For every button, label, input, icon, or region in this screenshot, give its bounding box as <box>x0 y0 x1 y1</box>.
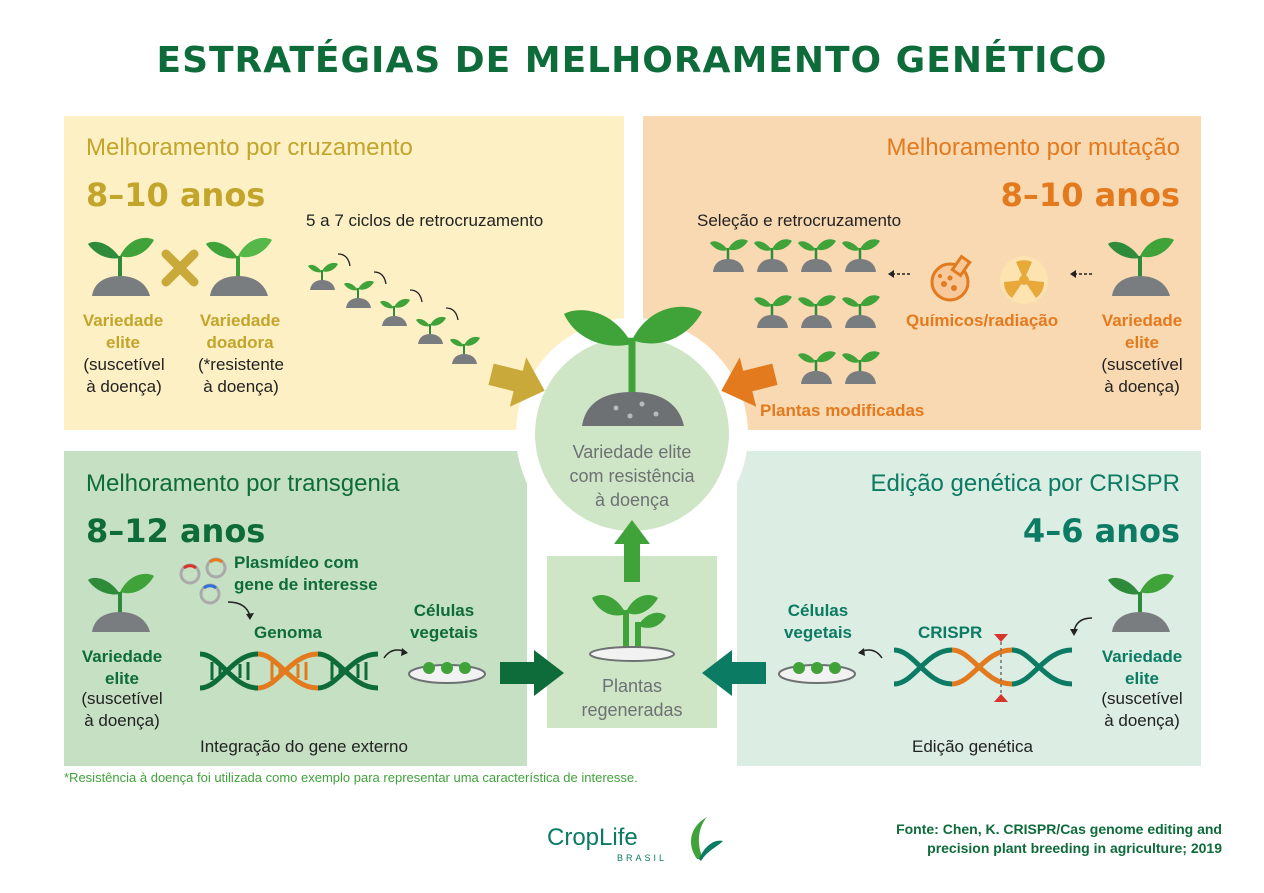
radiation-icon <box>1000 256 1048 304</box>
mutation-title: Melhoramento por mutação <box>886 134 1180 161</box>
dashed-arrow-icon-2 <box>1070 270 1092 278</box>
panel-crispr <box>737 451 1201 766</box>
backcross-staircase <box>308 253 480 364</box>
integration-label: Integração do gene externo <box>200 737 408 756</box>
page-title: ESTRATÉGIAS DE MELHORAMENTO GENÉTICO <box>156 40 1108 81</box>
dna-crispr-icon <box>893 634 1073 702</box>
petri-cells-icon <box>408 662 486 684</box>
panel-transgenesis <box>64 451 527 766</box>
selection-label: Seleção e retrocruzamento <box>697 211 902 230</box>
cross-icon <box>161 249 199 287</box>
chemical-flask-icon <box>930 254 972 302</box>
crispr-label: CRISPR <box>918 623 983 642</box>
curved-arrow-icon-2 <box>383 648 408 659</box>
crossbreeding-years: 8–10 anos <box>86 176 266 214</box>
crossbreeding-title: Melhoramento por cruzamento <box>86 134 413 161</box>
transgenesis-years: 8–12 anos <box>86 512 266 550</box>
regen-box <box>547 556 717 728</box>
petri-seedling-icon <box>589 594 675 662</box>
arrow-crossbreeding-to-center <box>488 357 545 407</box>
crispr-years: 4–6 anos <box>1022 512 1180 550</box>
dashed-arrow-icon <box>888 270 910 278</box>
elite-plant-icon <box>88 237 154 296</box>
chemicals-radiation-label: Químicos/radiação <box>906 311 1059 330</box>
curved-arrow-icon-4 <box>1070 617 1093 636</box>
plasmid-icon <box>179 557 227 605</box>
svg-text:CropLife: CropLife <box>547 824 638 851</box>
genome-label: Genoma <box>254 623 323 642</box>
elite-plant-icon-tr <box>1108 237 1174 296</box>
petri-cells-icon-br <box>778 662 856 684</box>
modified-plants-label: Plantas modificadas <box>760 401 925 420</box>
curved-arrow-icon-3 <box>858 648 883 659</box>
donor-plant-icon <box>206 237 272 296</box>
crispr-title: Edição genética por CRISPR <box>870 470 1181 497</box>
arrow-crispr-to-regen <box>702 650 766 696</box>
curved-arrow-icon <box>227 601 254 620</box>
elite-plant-icon-bl <box>88 573 154 632</box>
svg-text:BRASIL: BRASIL <box>617 853 667 863</box>
croplife-logo-mark: CropLife BRASIL <box>547 817 723 863</box>
transgenesis-title: Melhoramento por transgenia <box>86 470 400 497</box>
arrow-mutation-to-center <box>721 357 778 407</box>
resistant-plant-icon <box>564 306 702 426</box>
backcross-cycles-label: 5 a 7 ciclos de retrocruzamento <box>306 211 544 230</box>
mutation-years: 8–10 anos <box>1000 176 1180 214</box>
source-citation: Fonte: Chen, K. CRISPR/Cas genome editin… <box>896 821 1222 856</box>
arrow-up-to-result <box>614 520 650 582</box>
editing-label: Edição genética <box>912 737 1033 756</box>
croplife-logo: CropLife BRASIL <box>547 815 727 871</box>
footnote: *Resistência à doença foi utilizada como… <box>64 770 638 785</box>
arrow-transgenesis-to-regen <box>500 650 564 696</box>
dna-genome-icon <box>199 651 379 691</box>
elite-plant-icon-br <box>1108 573 1174 632</box>
